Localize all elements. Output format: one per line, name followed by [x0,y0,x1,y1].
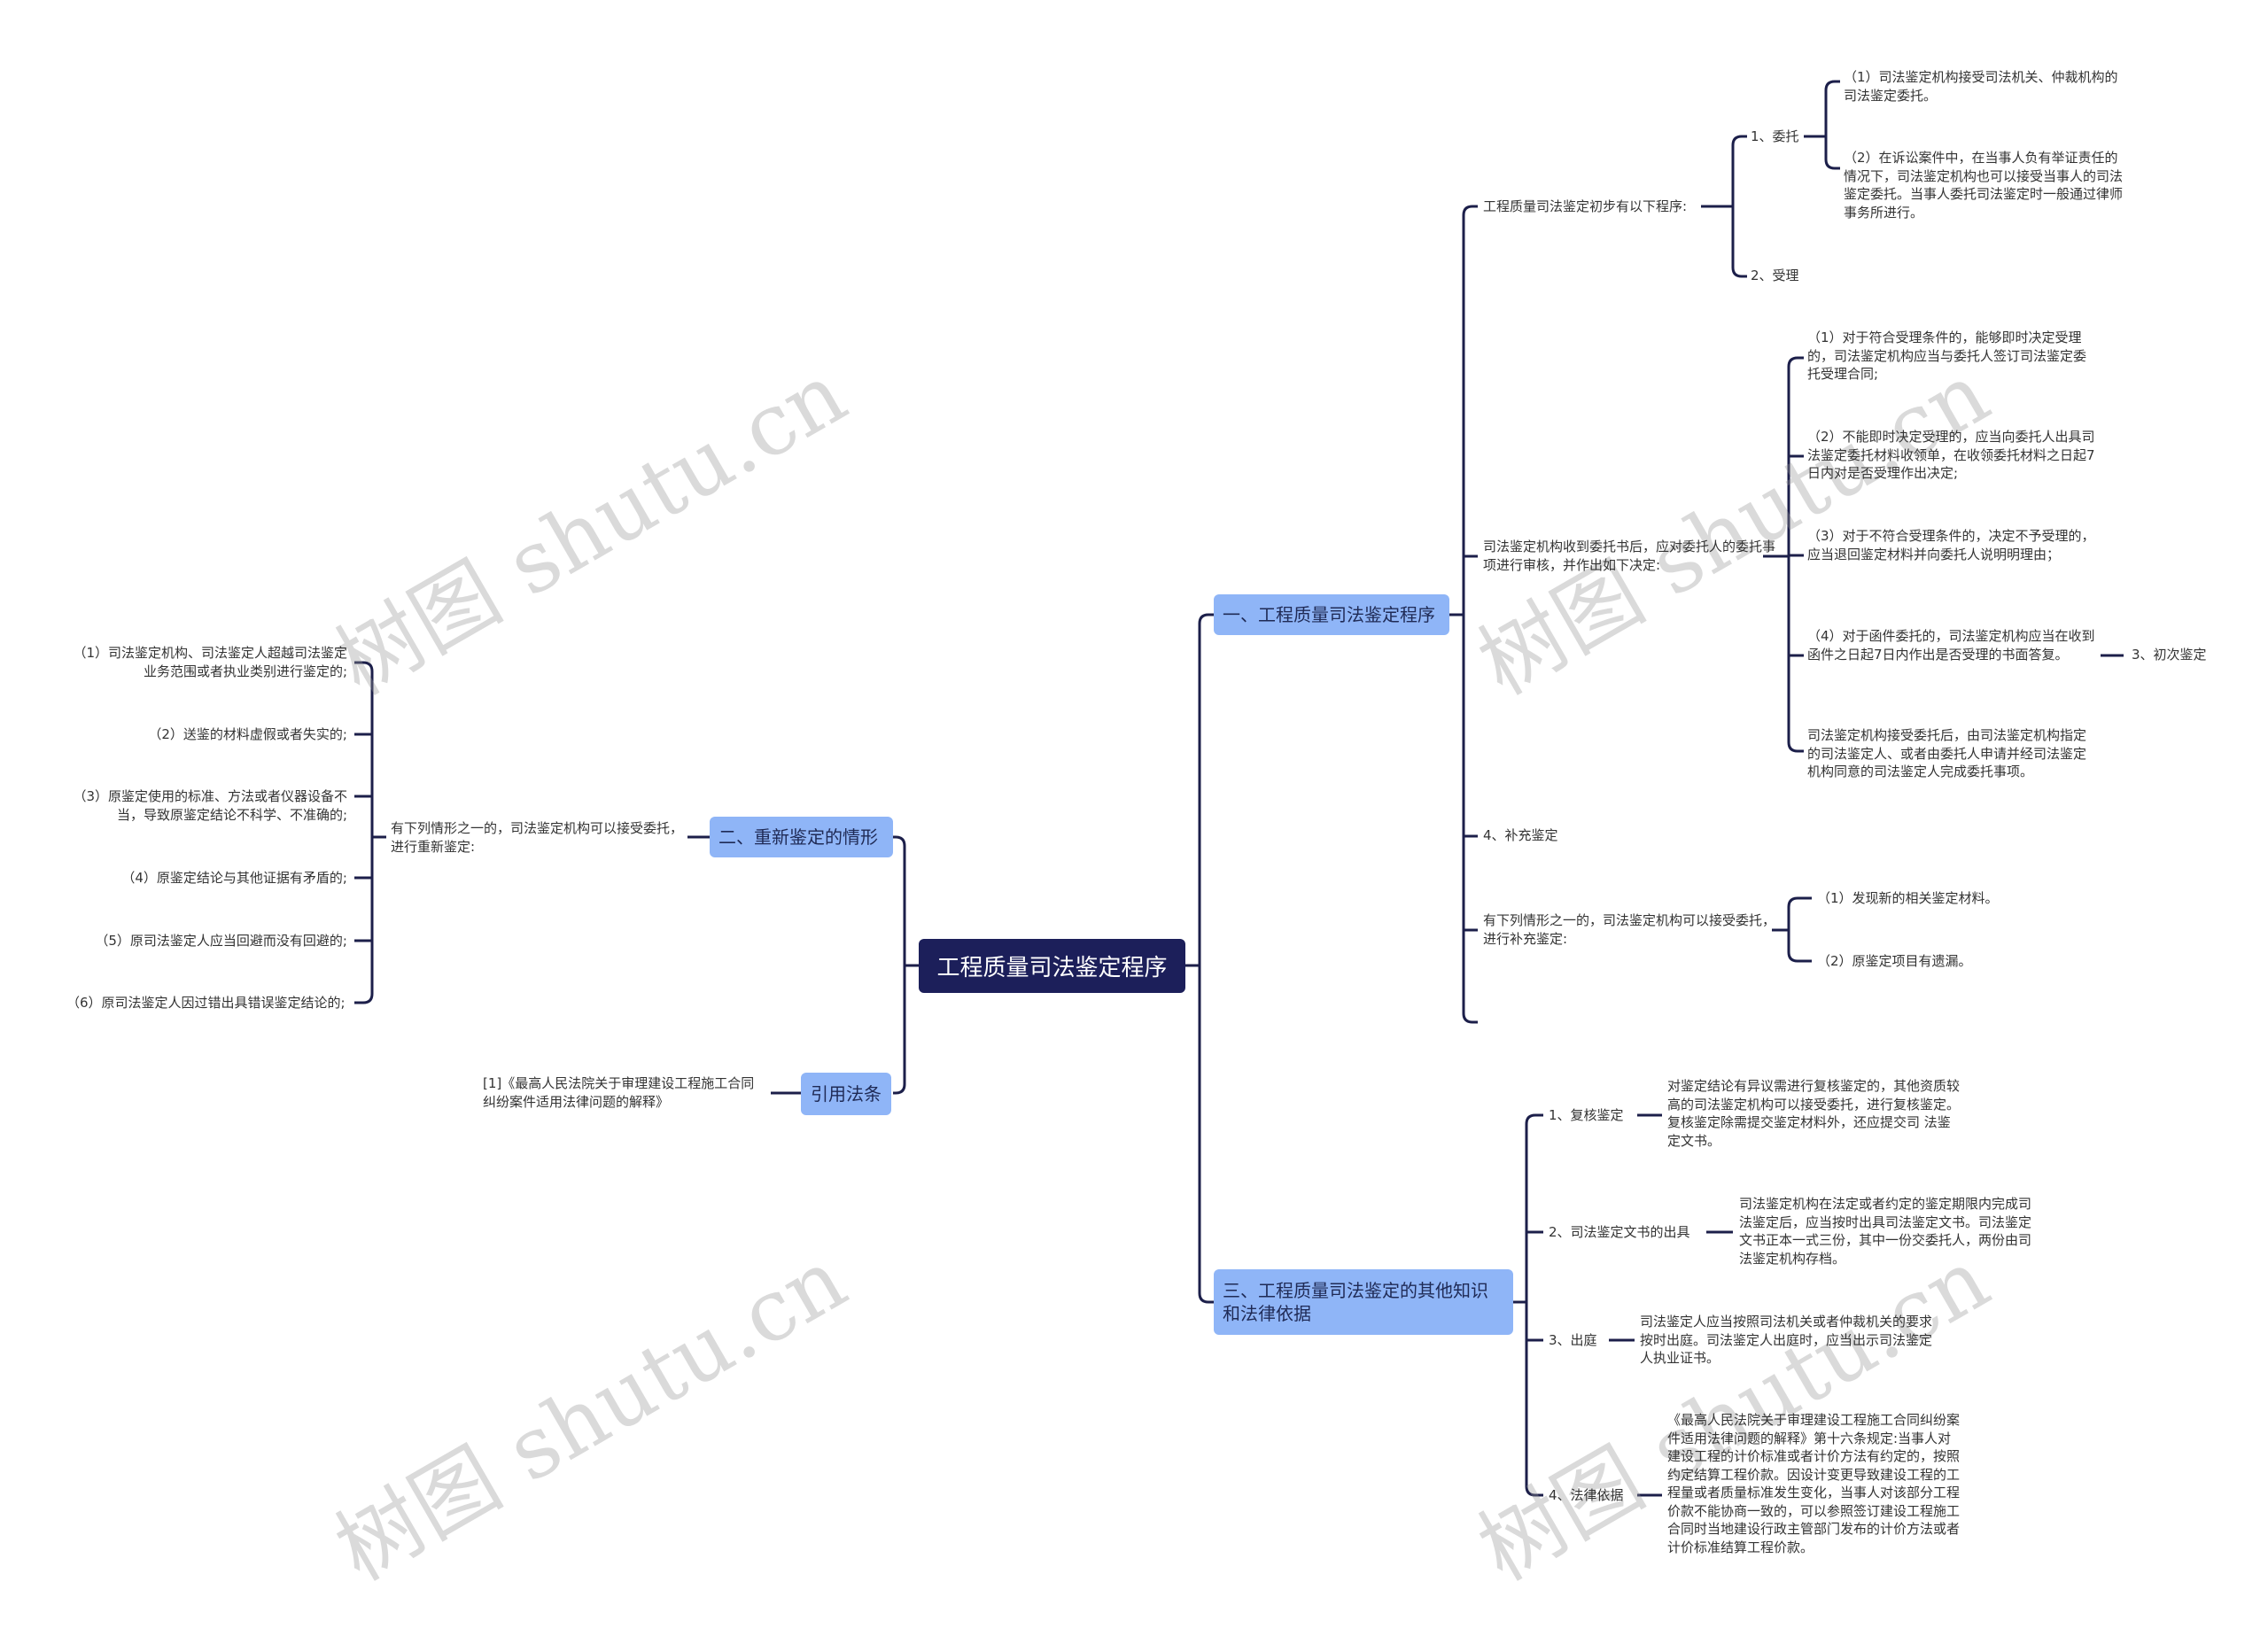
node-review[interactable]: 司法鉴定机构收到委托书后，应对委托人的委托事项进行审核，并作出如下决定: [1483,539,1776,573]
leaf-reappraisal-4[interactable]: （4）原鉴定结论与其他证据有矛盾的; [121,870,347,886]
connector [1731,267,1747,278]
leaf-reappraisal-3[interactable]: （3）原鉴定使用的标准、方法或者仪器设备不当，导致原鉴定结论不科学、不准确的; [73,788,347,823]
leaf-review-2[interactable]: （2）不能即时决定受理的，应当向委托人出具司法鉴定委托材料收领单，在收领委托材料… [1807,429,2095,481]
leaf-issue-document[interactable]: 司法鉴定机构在法定或者约定的鉴定期限内完成司法鉴定后，应当按时出具司法鉴定文书。… [1739,1196,2032,1267]
leaf-entrust-2[interactable]: （2）在诉讼案件中，在当事人负有举证责任的情况下，司法鉴定机构也可以接受当事人的… [1844,150,2124,221]
leaf-supp-1[interactable]: （1）发现新的相关鉴定材料。 [1817,890,1999,906]
node-issue-document[interactable]: 2、司法鉴定文书的出具 [1549,1224,1690,1240]
leaf-review-5[interactable]: 司法鉴定机构接受委托后，由司法鉴定机构指定的司法鉴定人、或者由委托人申请并经司法… [1807,727,2087,779]
node-initial-procedure[interactable]: 工程质量司法鉴定初步有以下程序: [1483,198,1688,214]
node-reappraisal-cases[interactable]: 有下列情形之一的，司法鉴定机构可以接受委托，进行重新鉴定: [391,820,684,855]
leaf-review-3[interactable]: （3）对于不符合受理条件的，决定不予受理的，应当退回鉴定材料并向委托人说明明理由… [1807,528,2095,562]
root-node[interactable]: 工程质量司法鉴定程序 [919,939,1185,993]
leaf-court[interactable]: 司法鉴定人应当按照司法机关或者仲裁机关的要求按时出庭。司法鉴定人出庭时，应当出示… [1640,1314,1933,1366]
connector [1462,205,1478,216]
connector [1525,1113,1543,1125]
connector [893,835,906,847]
leaf-supp-2[interactable]: （2）原鉴定项目有遗漏。 [1817,953,1972,969]
node-accept[interactable]: 2、受理 [1751,267,1799,283]
leaf-reappraisal-2[interactable]: （2）送鉴的材料虚假或者失实的; [148,726,347,742]
connector [354,661,374,672]
node-initial-appraisal[interactable]: 3、初次鉴定 [2132,647,2207,663]
branch-cited-law[interactable]: 引用法条 [801,1073,891,1115]
connector [1824,80,1840,91]
connector [1787,896,1812,908]
branch-reappraisal[interactable]: 二、重新鉴定的情形 [710,817,893,857]
leaf-legal-basis[interactable]: 《最高人民法院关于审理建设工程施工合同纠纷案件适用法律问题的解释》第十六条规定:… [1667,1412,1961,1555]
node-entrust[interactable]: 1、委托 [1751,128,1799,144]
leaf-reappraisal-6[interactable]: （6）原司法鉴定人因过错出具错误鉴定结论的; [66,995,346,1011]
branch-procedure[interactable]: 一、工程质量司法鉴定程序 [1214,594,1449,635]
connector [1824,159,1840,170]
leaf-review-1[interactable]: （1）对于符合受理条件的，能够即时决定受理的，司法鉴定机构应当与委托人签订司法鉴… [1807,330,2087,382]
node-court[interactable]: 3、出庭 [1549,1332,1597,1348]
connector [1787,741,1804,753]
node-supplementary-cases[interactable]: 有下列情形之一的，司法鉴定机构可以接受委托，进行补充鉴定: [1483,912,1776,947]
connector [354,993,374,1004]
branch-other-knowledge[interactable]: 三、工程质量司法鉴定的其他知识和法律依据 [1214,1269,1513,1335]
connector [893,1083,906,1095]
connector [1525,1485,1543,1497]
node-supplementary[interactable]: 4、补充鉴定 [1483,827,1558,843]
connector [1198,1292,1214,1304]
connector [1787,356,1804,368]
connector [1787,951,1812,963]
connector [1462,1012,1478,1024]
leaf-reappraisal-1[interactable]: （1）司法鉴定机构、司法鉴定人超越司法鉴定业务范围或者执业类别进行鉴定的; [73,645,347,679]
leaf-reappraisal-5[interactable]: （5）原司法鉴定人应当回避而没有回避的; [95,933,347,949]
node-review-appraisal[interactable]: 1、复核鉴定 [1549,1107,1624,1123]
leaf-entrust-1[interactable]: （1）司法鉴定机构接受司法机关、仲裁机构的司法鉴定委托。 [1844,69,2118,104]
node-legal-basis[interactable]: 4、法律依据 [1549,1487,1624,1503]
leaf-review-appraisal[interactable]: 对鉴定结论有异议需进行复核鉴定的，其他资质较高的司法鉴定机构可以接受委托，进行复… [1667,1078,1961,1149]
connector [1198,613,1214,624]
leaf-review-4[interactable]: （4）对于函件委托的，司法鉴定机构应当在收到函件之日起7日内作出是否受理的书面答… [1807,628,2095,663]
node-cited-law[interactable]: [1]《最高人民法院关于审理建设工程施工合同纠纷案件适用法律问题的解释》 [483,1075,755,1110]
connector [1731,135,1747,146]
